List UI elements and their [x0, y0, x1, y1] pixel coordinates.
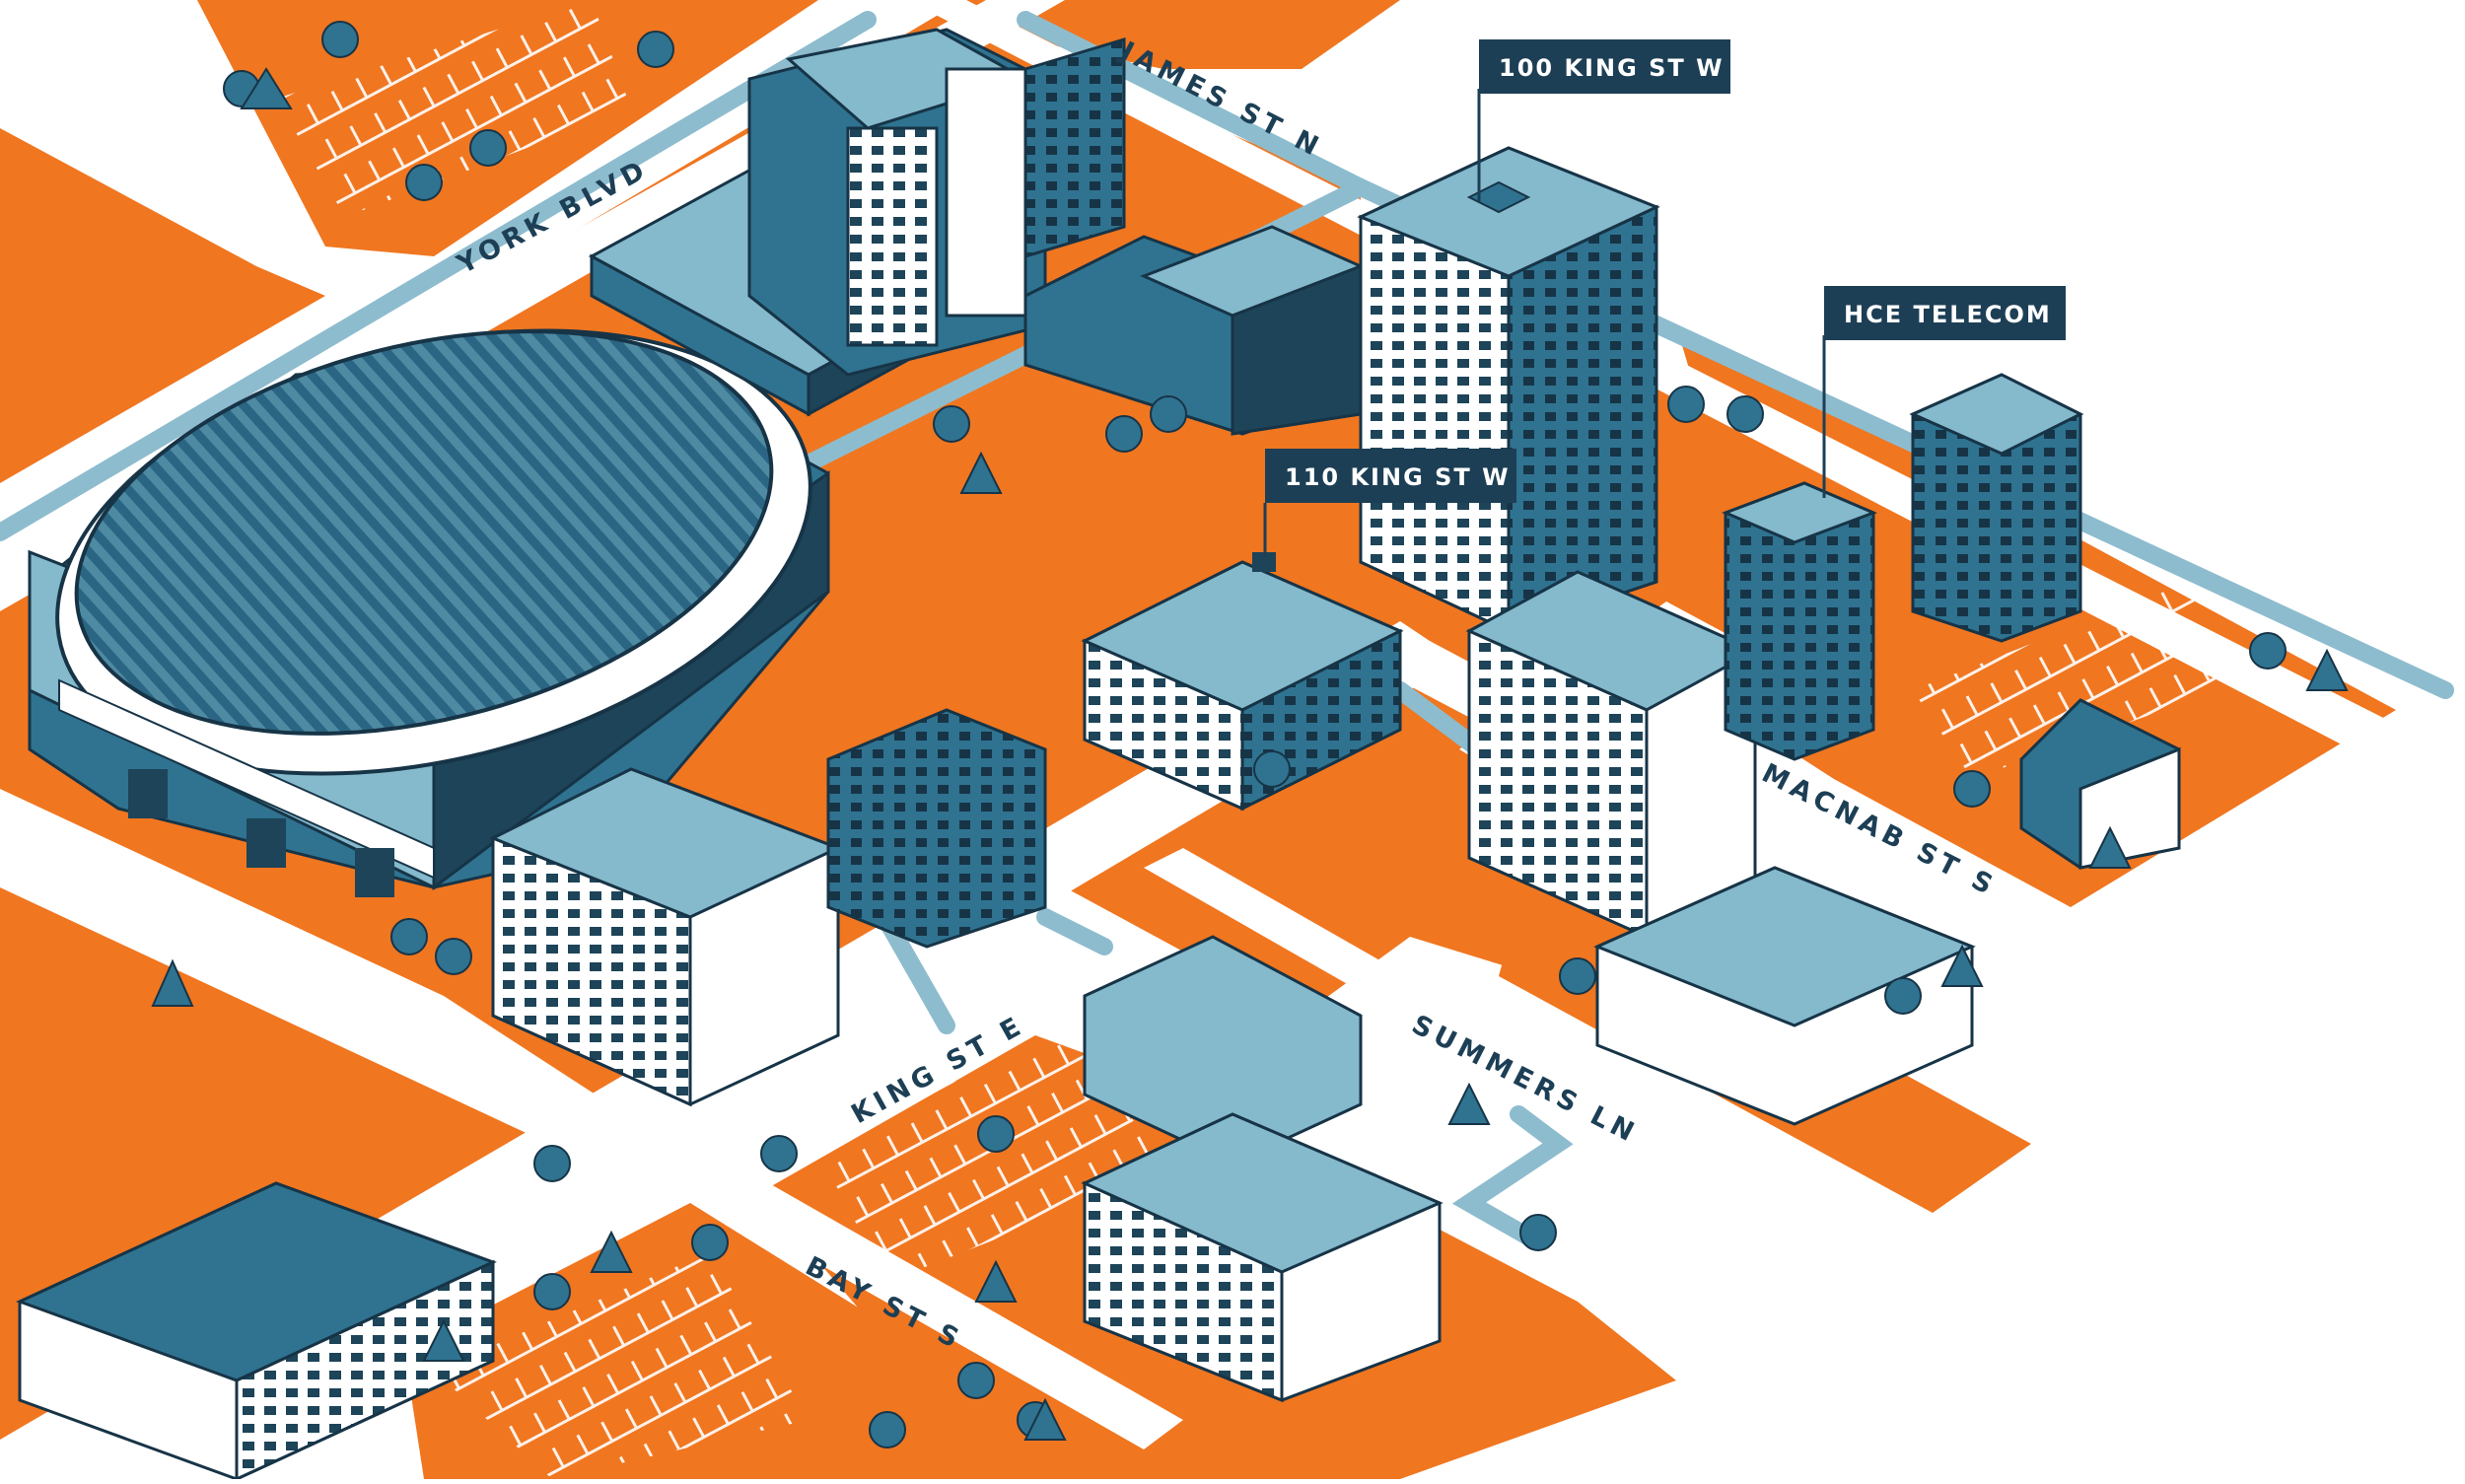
- se-parking-structure: [1593, 866, 1976, 1126]
- triangle-trees: [151, 67, 2349, 1441]
- summers-ln-road: [1144, 848, 1735, 1183]
- block-west-top: [0, 128, 325, 483]
- central-low-building: [1023, 225, 1365, 436]
- callout-110-king-st-w[interactable]: 110 KING ST W: [1263, 449, 1516, 557]
- callout-label-100-king-st-w: 100 KING ST W: [1499, 54, 1725, 82]
- callout-label-hce-telecom: HCE TELECOM: [1844, 301, 2052, 328]
- block-ne-top: [966, 0, 1400, 69]
- south-center-buildings: [489, 708, 1444, 1403]
- callout-hce-telecom[interactable]: HCE TELECOM: [1822, 286, 2066, 498]
- center-white-building: [1465, 570, 1759, 940]
- callout-label-110-king-st-w: 110 KING ST W: [1285, 463, 1511, 491]
- parking-lots: [276, 0, 2218, 1479]
- sw-storefronts: [16, 1181, 497, 1482]
- tower-100-king-st-w: [1357, 146, 1660, 634]
- nw-complex: [588, 28, 1126, 417]
- church-building: [2019, 698, 2181, 870]
- callout-100-king-st-w[interactable]: 100 KING ST W: [1477, 39, 1730, 202]
- arena-building: [28, 328, 830, 897]
- hce-telecom-building: [1721, 373, 2084, 761]
